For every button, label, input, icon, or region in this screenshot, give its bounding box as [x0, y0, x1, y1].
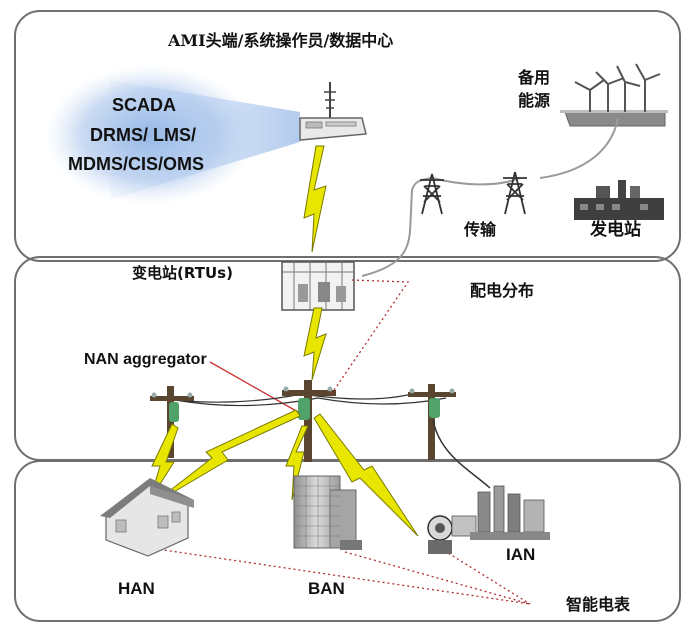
control-center-glow — [45, 65, 300, 205]
utility-pole-icon — [408, 384, 456, 460]
drms-lms-label: DRMS/ LMS/ — [90, 125, 196, 145]
smart-meter-links — [149, 279, 531, 605]
control-center-tier — [14, 10, 681, 262]
backup-energy-label-line1: 备用 — [518, 68, 551, 87]
power-plant-label: 发电站 — [590, 220, 641, 240]
distribution-tier-title: 配电分布 — [470, 281, 535, 300]
transmission-tower-icon — [420, 171, 527, 215]
house-icon — [100, 478, 194, 557]
substation-label: 变电站(RTUs) — [132, 264, 233, 282]
ian-label: IAN — [506, 545, 536, 564]
transmission-lines — [361, 117, 619, 277]
transmission-label: 传输 — [464, 220, 497, 239]
industrial-plant-icon — [427, 485, 550, 554]
nan-aggregator-label: NAN aggregator — [84, 351, 207, 368]
wind-turbines-icon — [560, 63, 668, 127]
utility-pole-icon — [150, 386, 194, 458]
mdms-cis-oms-label: MDMS/CIS/OMS — [68, 154, 205, 174]
ban-label: BAN — [308, 579, 345, 598]
scada-label: SCADA — [112, 95, 177, 115]
wireless-links — [149, 145, 419, 537]
substation-icon — [281, 261, 355, 311]
power-plant-icon — [574, 180, 664, 220]
smart-meter-label: 智能电表 — [566, 595, 631, 614]
office-building-icon — [293, 475, 362, 550]
data-center-server-icon — [299, 82, 367, 141]
backup-energy-label-line2: 能源 — [518, 91, 551, 110]
nan-aggregator-pole-icon — [282, 380, 336, 462]
control-center-tier-title: AMI头端/系统操作员/数据中心 — [168, 31, 394, 50]
han-label: HAN — [118, 579, 155, 598]
ian-wired-link — [432, 419, 491, 489]
